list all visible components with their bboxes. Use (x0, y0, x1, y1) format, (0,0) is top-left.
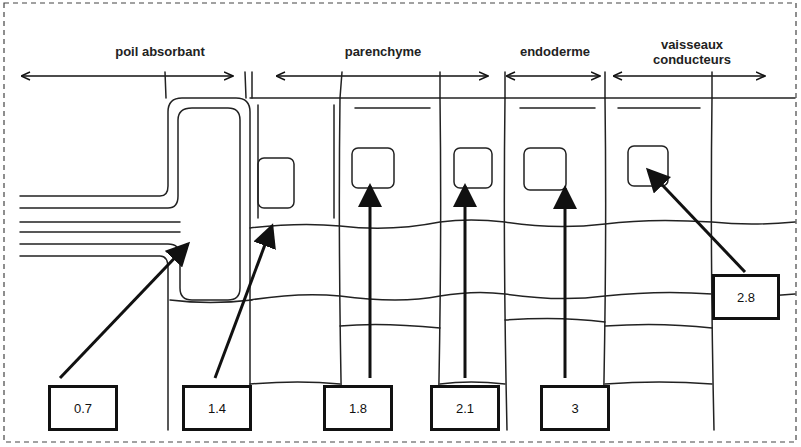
value-text: 2.8 (737, 290, 755, 305)
region-label: parenchyme (283, 44, 483, 59)
value-text: 1.8 (349, 401, 367, 416)
value-box: 2.1 (430, 385, 500, 431)
value-box: 2.8 (712, 274, 780, 320)
value-text: 2.1 (456, 401, 474, 416)
region-label: poil absorbant (60, 44, 260, 59)
value-box: 1.4 (182, 385, 252, 431)
value-box: 0.7 (48, 385, 118, 431)
value-text: 3 (571, 401, 578, 416)
value-text: 1.4 (208, 401, 226, 416)
value-box: 1.8 (323, 385, 393, 431)
region-label: vaisseaux conducteurs (642, 37, 742, 67)
value-text: 0.7 (74, 401, 92, 416)
value-box: 3 (540, 385, 610, 431)
region-label: endoderme (505, 44, 605, 59)
